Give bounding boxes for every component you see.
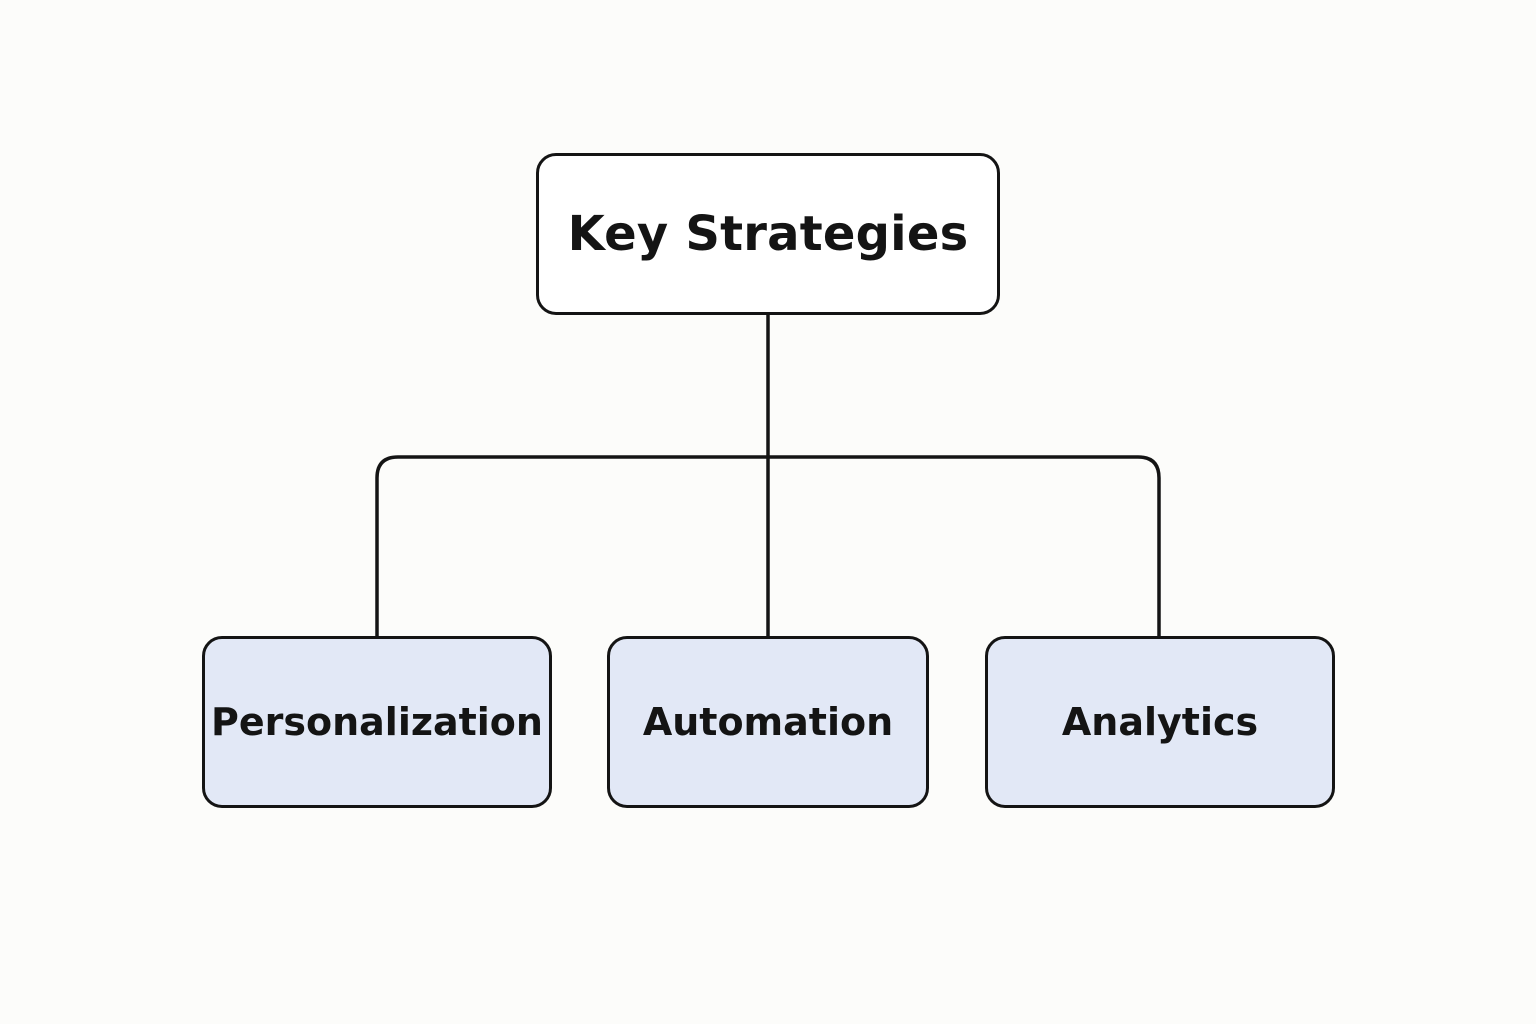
node-label-automation: Automation	[642, 700, 894, 744]
node-personalization: Personalization	[202, 636, 552, 808]
node-automation: Automation	[607, 636, 929, 808]
node-label-analytics: Analytics	[1061, 700, 1259, 744]
connector-branch-left	[375, 455, 768, 636]
node-analytics: Analytics	[985, 636, 1335, 808]
node-key-strategies: Key Strategies	[536, 153, 1000, 315]
node-label-personalization: Personalization	[211, 700, 543, 744]
connector-branch-right	[768, 455, 1161, 636]
node-label-key-strategies: Key Strategies	[567, 206, 969, 262]
